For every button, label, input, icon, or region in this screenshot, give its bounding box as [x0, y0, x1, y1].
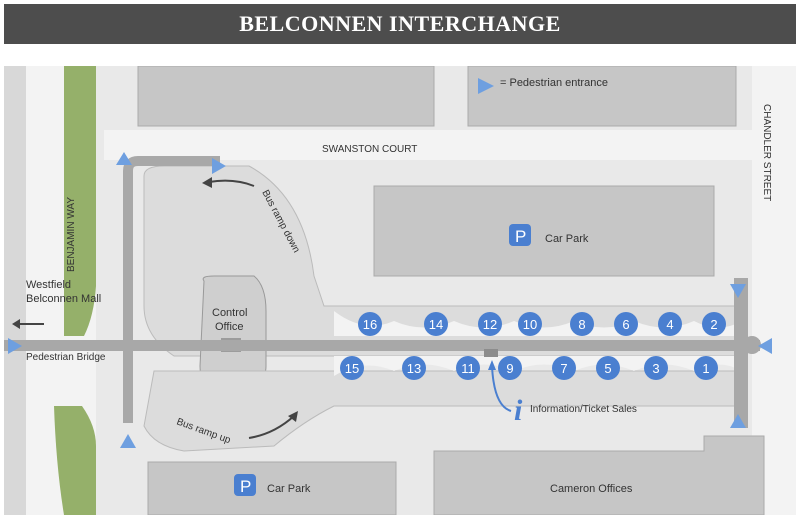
swanston-court-label: SWANSTON COURT [322, 144, 417, 155]
bus-stop-number: 11 [461, 361, 475, 376]
bus-stop-4 [658, 312, 682, 336]
entrance-icon [212, 158, 226, 174]
bus-stop-number: 12 [483, 317, 497, 332]
car-park-north-label: Car Park [545, 233, 589, 245]
bus-stop-6 [614, 312, 638, 336]
bus-stop-number: 13 [407, 361, 421, 376]
bus-stop-5 [596, 356, 620, 380]
entrance-icon [8, 338, 22, 354]
pedestrian-bridge-label: Pedestrian Bridge [26, 352, 106, 363]
car-park-south-building [147, 461, 397, 515]
ramp-down-arrow [208, 179, 255, 187]
title-bar: BELCONNEN INTERCHANGE [4, 4, 796, 44]
bus-stop-9 [498, 356, 522, 380]
bus-stop-number: 7 [560, 361, 567, 376]
south-bus-bays [334, 356, 742, 376]
bus-stop-14 [424, 312, 448, 336]
cameron-offices-label: Cameron Offices [550, 483, 633, 495]
legend-entrance-icon [478, 78, 494, 94]
westfield-label: Westfield [26, 279, 71, 291]
bus-stop-number: 10 [523, 317, 537, 332]
car-park-icon [509, 224, 531, 246]
bus-stop-number: 4 [666, 317, 673, 332]
north-island [143, 165, 743, 357]
building-top-left [137, 66, 435, 127]
pedestrian-bridge [4, 340, 760, 351]
swanston-court-road [104, 130, 764, 160]
car-park-symbol: P [240, 477, 251, 496]
bus-stop-15 [340, 356, 364, 380]
bus-stop-number: 6 [622, 317, 629, 332]
belconnen-mall-label: Belconnen Mall [26, 293, 101, 305]
bus-stop-number: 15 [345, 361, 359, 376]
bus-stop-3 [644, 356, 668, 380]
chandler-street-label: CHANDLER STREET [761, 104, 772, 201]
car-park-north-building [373, 185, 715, 277]
info-sales-label: Information/Ticket Sales [530, 404, 637, 415]
bus-stop-number: 9 [506, 361, 513, 376]
building-top-right [467, 66, 737, 127]
car-park-south-label: Car Park [267, 483, 311, 495]
cameron-offices-building [433, 435, 765, 515]
green-verge-south [54, 406, 96, 515]
ramp-down-arrowhead [202, 177, 212, 188]
bus-stop-number: 8 [578, 317, 585, 332]
bus-stop-1 [694, 356, 718, 380]
bus-stop-number: 3 [652, 361, 659, 376]
entrance-icon [730, 284, 746, 298]
map-svg: = Pedestrian entrance SWANSTON COURT CHA… [4, 66, 796, 515]
info-pointer [491, 365, 512, 412]
mall-arrowhead [12, 319, 20, 329]
benjamin-way-label: BENJAMIN WAY [66, 197, 77, 272]
south-bus-stops: 15 13 11 9 7 5 3 1 [340, 356, 718, 380]
info-pointer-head [488, 360, 496, 370]
bus-stop-number: 16 [363, 317, 377, 332]
ramp-up-arrowhead [288, 411, 298, 422]
page-title: BELCONNEN INTERCHANGE [239, 11, 561, 36]
bus-stop-7 [552, 356, 576, 380]
entrance-icon [120, 434, 136, 448]
bus-stop-number: 2 [710, 317, 717, 332]
north-bus-stops: 16 14 12 10 8 6 4 2 [358, 312, 726, 336]
bus-stop-12 [478, 312, 502, 336]
info-kiosk [484, 349, 498, 357]
car-park-icon [234, 474, 256, 496]
office-label: Office [215, 321, 244, 333]
bus-stop-10 [518, 312, 542, 336]
control-label: Control [212, 307, 247, 319]
entrance-icon [758, 338, 772, 354]
bus-stop-11 [456, 356, 480, 380]
bus-stop-16 [358, 312, 382, 336]
car-park-symbol: P [515, 227, 526, 246]
green-verge-north [64, 66, 96, 336]
bus-stop-2 [702, 312, 726, 336]
entrance-icon [730, 414, 746, 428]
west-edge [4, 66, 26, 515]
bus-stop-number: 14 [429, 317, 443, 332]
ramp-up-arrow [248, 415, 295, 439]
bus-stop-8 [570, 312, 594, 336]
bridge-east-link [734, 278, 748, 428]
bus-stop-13 [402, 356, 426, 380]
bus-stop-number: 5 [604, 361, 611, 376]
south-island [143, 370, 741, 452]
bus-stop-number: 1 [702, 361, 709, 376]
info-icon: i [514, 394, 523, 427]
entrance-icon [116, 152, 132, 165]
legend-label: = Pedestrian entrance [500, 77, 608, 89]
interchange-map: = Pedestrian entrance SWANSTON COURT CHA… [4, 66, 796, 515]
